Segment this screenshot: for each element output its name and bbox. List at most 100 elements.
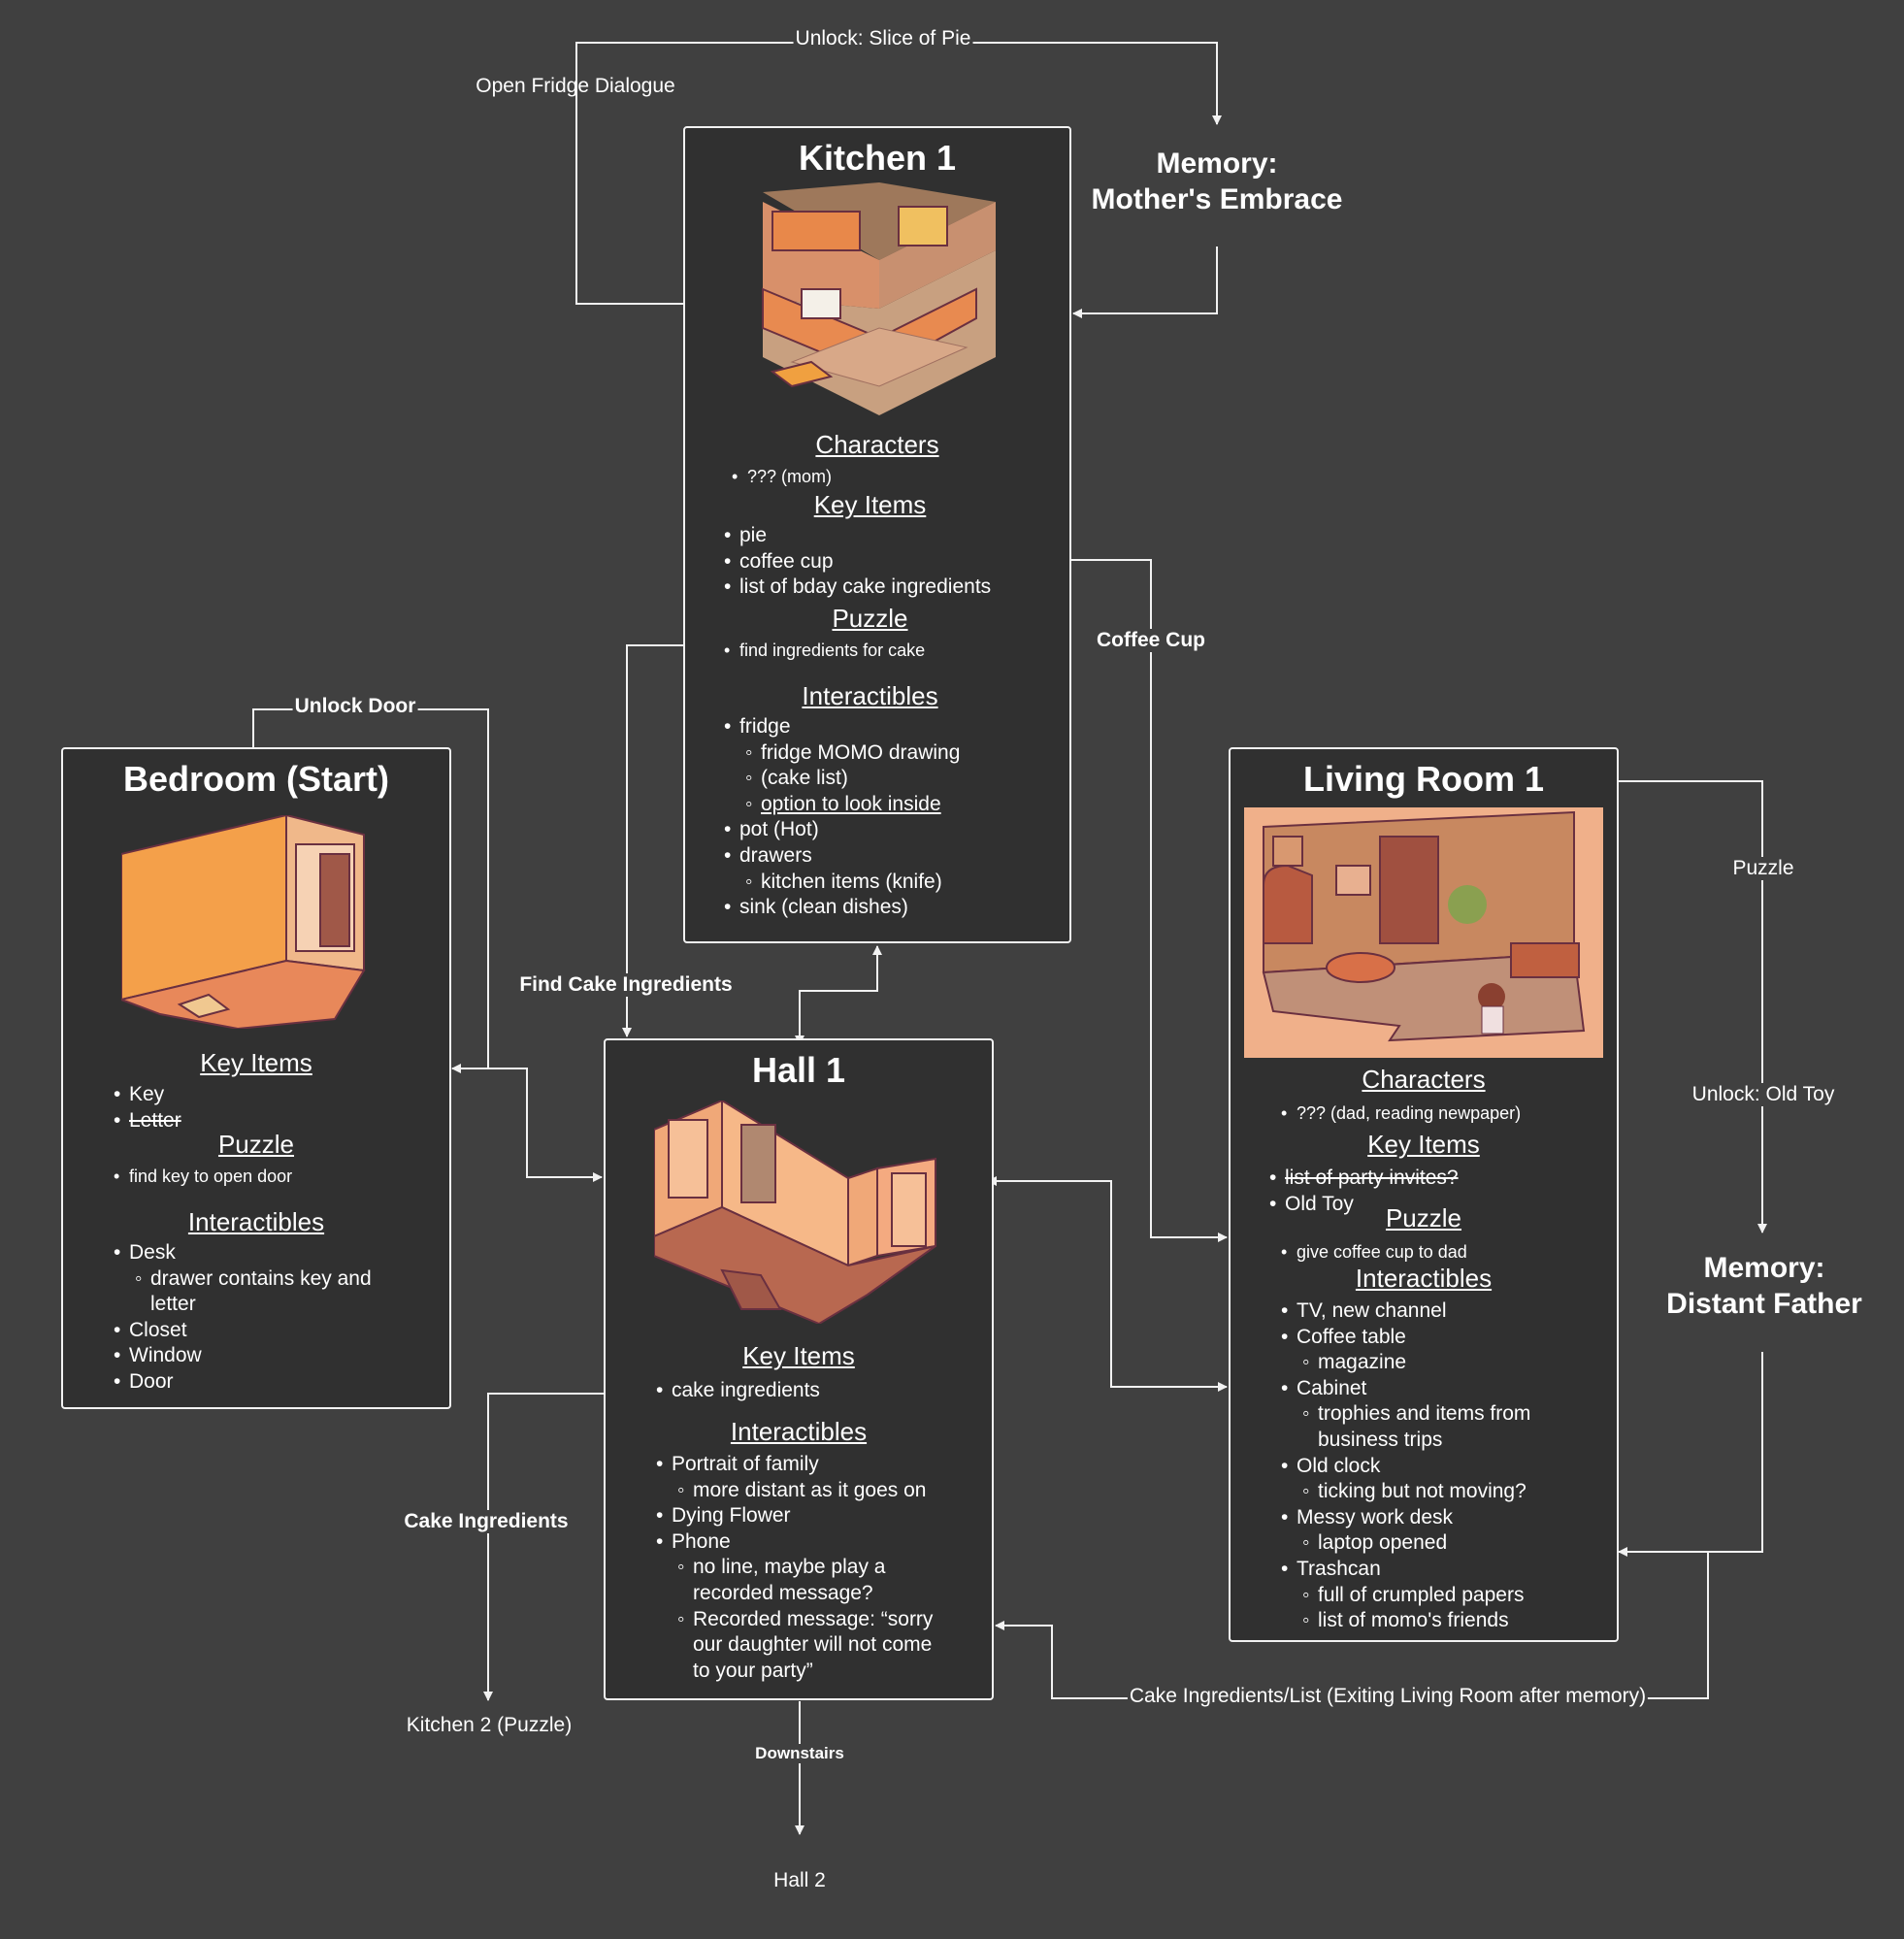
list-item: kitchen items (knife) xyxy=(724,870,960,896)
list-item: Old clock xyxy=(1281,1454,1530,1480)
living-characters-list: ??? (dad, reading newpaper) xyxy=(1281,1101,1521,1127)
list-item: more distant as it goes on xyxy=(656,1478,933,1504)
hall-key-items-heading: Key Items xyxy=(742,1341,855,1370)
kitchen-interactibles-list: fridge fridge MOMO drawing (cake list) o… xyxy=(724,714,960,921)
list-item: Portrait of family xyxy=(656,1452,933,1478)
hall-title: Hall 1 xyxy=(751,1050,846,1090)
memory-mother-line1: Memory: xyxy=(1156,148,1278,180)
list-item: TV, new channel xyxy=(1281,1298,1530,1325)
list-item: Phone xyxy=(656,1529,933,1556)
kitchen-characters-heading: Characters xyxy=(815,430,939,459)
kitchen-room-card[interactable]: Kitchen 1 Characters ??? (mom) Key Items… xyxy=(683,126,1071,943)
edge-unlock-door xyxy=(252,708,489,1073)
edge-kitchen-hall-bidirectional xyxy=(795,945,882,1045)
list-item: give coffee cup to dad xyxy=(1281,1239,1467,1265)
kitchen-key-items-list: pie coffee cup list of bday cake ingredi… xyxy=(724,523,991,601)
edge-label-coffee-cup: Coffee Cup xyxy=(1095,629,1207,652)
edge-label-find-cake: Find Cake Ingredients xyxy=(517,973,735,997)
living-room-card[interactable]: Living Room 1 Characters ??? (dad, readi… xyxy=(1229,747,1619,1642)
bedroom-key-items-list: Key Letter xyxy=(114,1082,181,1134)
list-item: (cake list) xyxy=(724,766,960,792)
list-item: sink (clean dishes) xyxy=(724,895,960,921)
list-item: laptop opened xyxy=(1281,1530,1530,1557)
bedroom-puzzle-heading: Puzzle xyxy=(217,1130,295,1159)
edge-label-fridge-dialogue: Open Fridge Dialogue xyxy=(476,75,675,97)
edge-label-cake-ingredients: Cake Ingredients xyxy=(402,1510,571,1533)
list-item: Old Toy xyxy=(1269,1192,1459,1218)
living-characters-heading: Characters xyxy=(1362,1065,1486,1094)
invites-item-struck: list of party invites? xyxy=(1285,1167,1459,1189)
list-item: drawer contains key and xyxy=(114,1266,372,1293)
list-item: magazine xyxy=(1281,1350,1530,1376)
list-item: trophies and items from xyxy=(1281,1401,1530,1428)
bedroom-title: Bedroom (Start) xyxy=(122,759,389,799)
hall-illustration xyxy=(654,1101,936,1324)
list-item: ??? (dad, reading newpaper) xyxy=(1281,1101,1521,1127)
memory-mothers-embrace[interactable]: Memory: Mother's Embrace xyxy=(1092,146,1343,217)
list-item: list of party invites? xyxy=(1269,1166,1459,1192)
kitchen-puzzle-list: find ingredients for cake xyxy=(724,638,925,664)
look-inside-option: option to look inside xyxy=(761,792,941,815)
kitchen-title: Kitchen 1 xyxy=(798,138,957,178)
list-item: Recorded message: “sorry xyxy=(656,1607,933,1633)
hall-interactibles-heading: Interactibles xyxy=(730,1417,868,1446)
list-item: drawers xyxy=(724,843,960,870)
list-item: Cabinet xyxy=(1281,1376,1530,1402)
list-item: our daughter will not come xyxy=(693,1633,933,1657)
memory-distant-father[interactable]: Memory: Distant Father xyxy=(1666,1250,1862,1322)
edge-living-to-father-memory xyxy=(1617,780,1767,1233)
living-puzzle-list: give coffee cup to dad xyxy=(1281,1239,1467,1265)
bedroom-interactibles-heading: Interactibles xyxy=(187,1207,325,1236)
edge-kitchen-to-hall xyxy=(622,644,683,1037)
living-key-items-heading: Key Items xyxy=(1367,1130,1480,1159)
list-item: no line, maybe play a xyxy=(656,1555,933,1581)
list-item: business trips xyxy=(1318,1428,1443,1451)
list-item: full of crumpled papers xyxy=(1281,1583,1530,1609)
kitchen-illustration xyxy=(762,182,996,415)
destination-kitchen2[interactable]: Kitchen 2 (Puzzle) xyxy=(406,1714,573,1736)
kitchen-puzzle-heading: Puzzle xyxy=(832,604,908,633)
edge-father-memory-to-living xyxy=(1618,1352,1763,1557)
list-item: Dying Flower xyxy=(656,1503,933,1529)
edge-label-cake-list-exit: Cake Ingredients/List (Exiting Living Ro… xyxy=(1127,1685,1649,1708)
list-item: ticking but not moving? xyxy=(1281,1479,1530,1505)
hall-key-items-list: cake ingredients xyxy=(656,1378,820,1404)
list-item: recorded message? xyxy=(693,1581,873,1604)
kitchen-key-items-heading: Key Items xyxy=(813,490,927,519)
list-item: fridge MOMO drawing xyxy=(724,740,960,767)
edge-label-unlock-door: Unlock Door xyxy=(292,695,418,718)
letter-item-struck: Letter xyxy=(129,1108,181,1132)
list-item: Letter xyxy=(114,1108,181,1134)
list-item: Window xyxy=(114,1343,372,1369)
hall-interactibles-list: Portrait of family more distant as it go… xyxy=(656,1452,933,1684)
list-item: to your party” xyxy=(693,1659,813,1682)
list-item: list of bday cake ingredients xyxy=(724,575,991,601)
destination-hall2[interactable]: Hall 2 xyxy=(773,1869,826,1891)
living-key-items-list: list of party invites? Old Toy xyxy=(1269,1166,1459,1217)
memory-father-line1: Memory: xyxy=(1703,1252,1825,1284)
list-item: Messy work desk xyxy=(1281,1505,1530,1531)
list-item: find key to open door xyxy=(114,1164,292,1190)
memory-father-line2: Distant Father xyxy=(1666,1288,1862,1320)
hall-room-card[interactable]: Hall 1 Key Items cake ingredients Intera… xyxy=(604,1038,994,1700)
edge-label-unlock-toy: Unlock: Old Toy xyxy=(1690,1083,1837,1106)
list-item: list of momo's friends xyxy=(1281,1608,1530,1634)
edge-mother-memory-to-kitchen xyxy=(1072,246,1218,318)
edge-living-to-hall-lower xyxy=(995,1552,1709,1699)
living-interactibles-heading: Interactibles xyxy=(1355,1264,1493,1293)
list-item: ??? (mom) xyxy=(732,464,832,490)
edge-label-unlock-pie: Unlock: Slice of Pie xyxy=(793,27,973,50)
kitchen-interactibles-heading: Interactibles xyxy=(802,681,938,710)
list-item: cake ingredients xyxy=(656,1378,820,1404)
memory-mother-line2: Mother's Embrace xyxy=(1091,183,1343,215)
list-item: Closet xyxy=(114,1318,372,1344)
list-item: fridge xyxy=(724,714,960,740)
edge-hall-living-upper xyxy=(987,1176,1228,1392)
bedroom-room-card[interactable]: Bedroom (Start) Key Items Key Letter Puz… xyxy=(61,747,451,1409)
edge-label-puzzle: Puzzle xyxy=(1730,857,1796,880)
bedroom-key-items-heading: Key Items xyxy=(200,1048,312,1077)
list-item: Door xyxy=(114,1369,372,1396)
list-item: Desk xyxy=(114,1240,372,1266)
edge-kitchen-to-living xyxy=(1071,559,1228,1242)
edge-hall-to-kitchen2 xyxy=(483,1393,604,1701)
